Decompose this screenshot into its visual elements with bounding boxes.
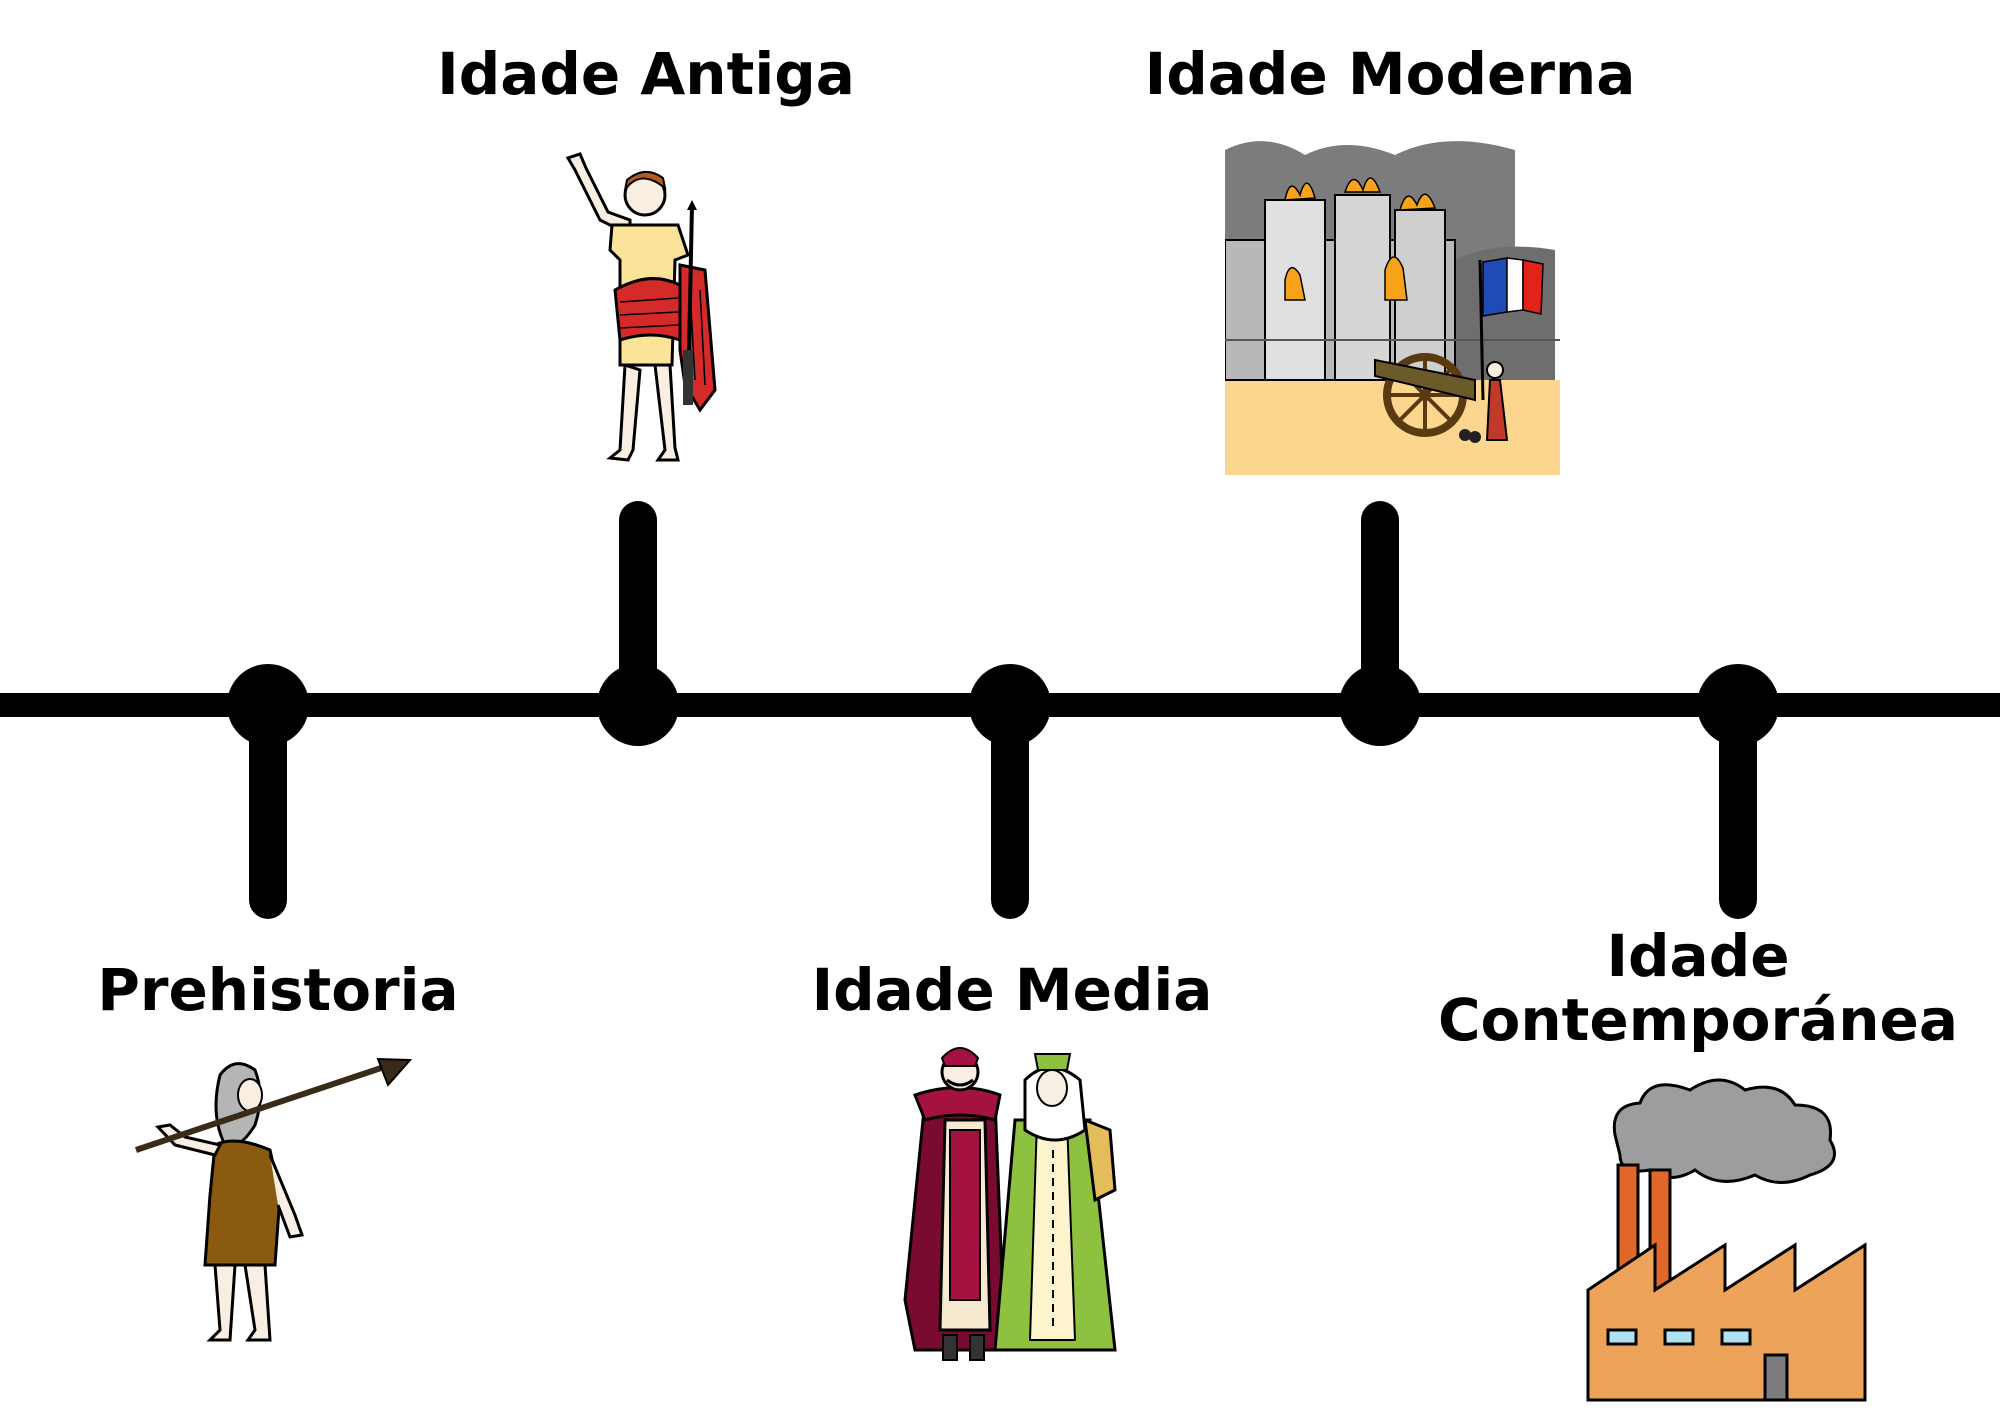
- smoking-factory-icon: [1586, 1078, 1867, 1402]
- label-idade-contemporanea: Idade Contemporánea: [1437, 922, 1959, 1054]
- node-contemporanea: [1697, 664, 1779, 746]
- medieval-king-and-queen-icon: [903, 1047, 1117, 1361]
- node-prehistoria: [227, 664, 309, 746]
- node-media: [969, 664, 1051, 746]
- label-idade-moderna: Idade Moderna: [1144, 40, 1636, 108]
- roman-emperor-statue-icon: [565, 152, 717, 462]
- label-idade-antiga: Idade Antiga: [437, 40, 855, 108]
- caveman-with-spear-icon: [135, 1057, 413, 1342]
- node-moderna: [1339, 664, 1421, 746]
- label-idade-media: Idade Media: [811, 956, 1213, 1024]
- node-antiga: [597, 664, 679, 746]
- label-prehistoria: Prehistoria: [97, 956, 459, 1024]
- storming-of-bastille-icon: [1225, 140, 1565, 475]
